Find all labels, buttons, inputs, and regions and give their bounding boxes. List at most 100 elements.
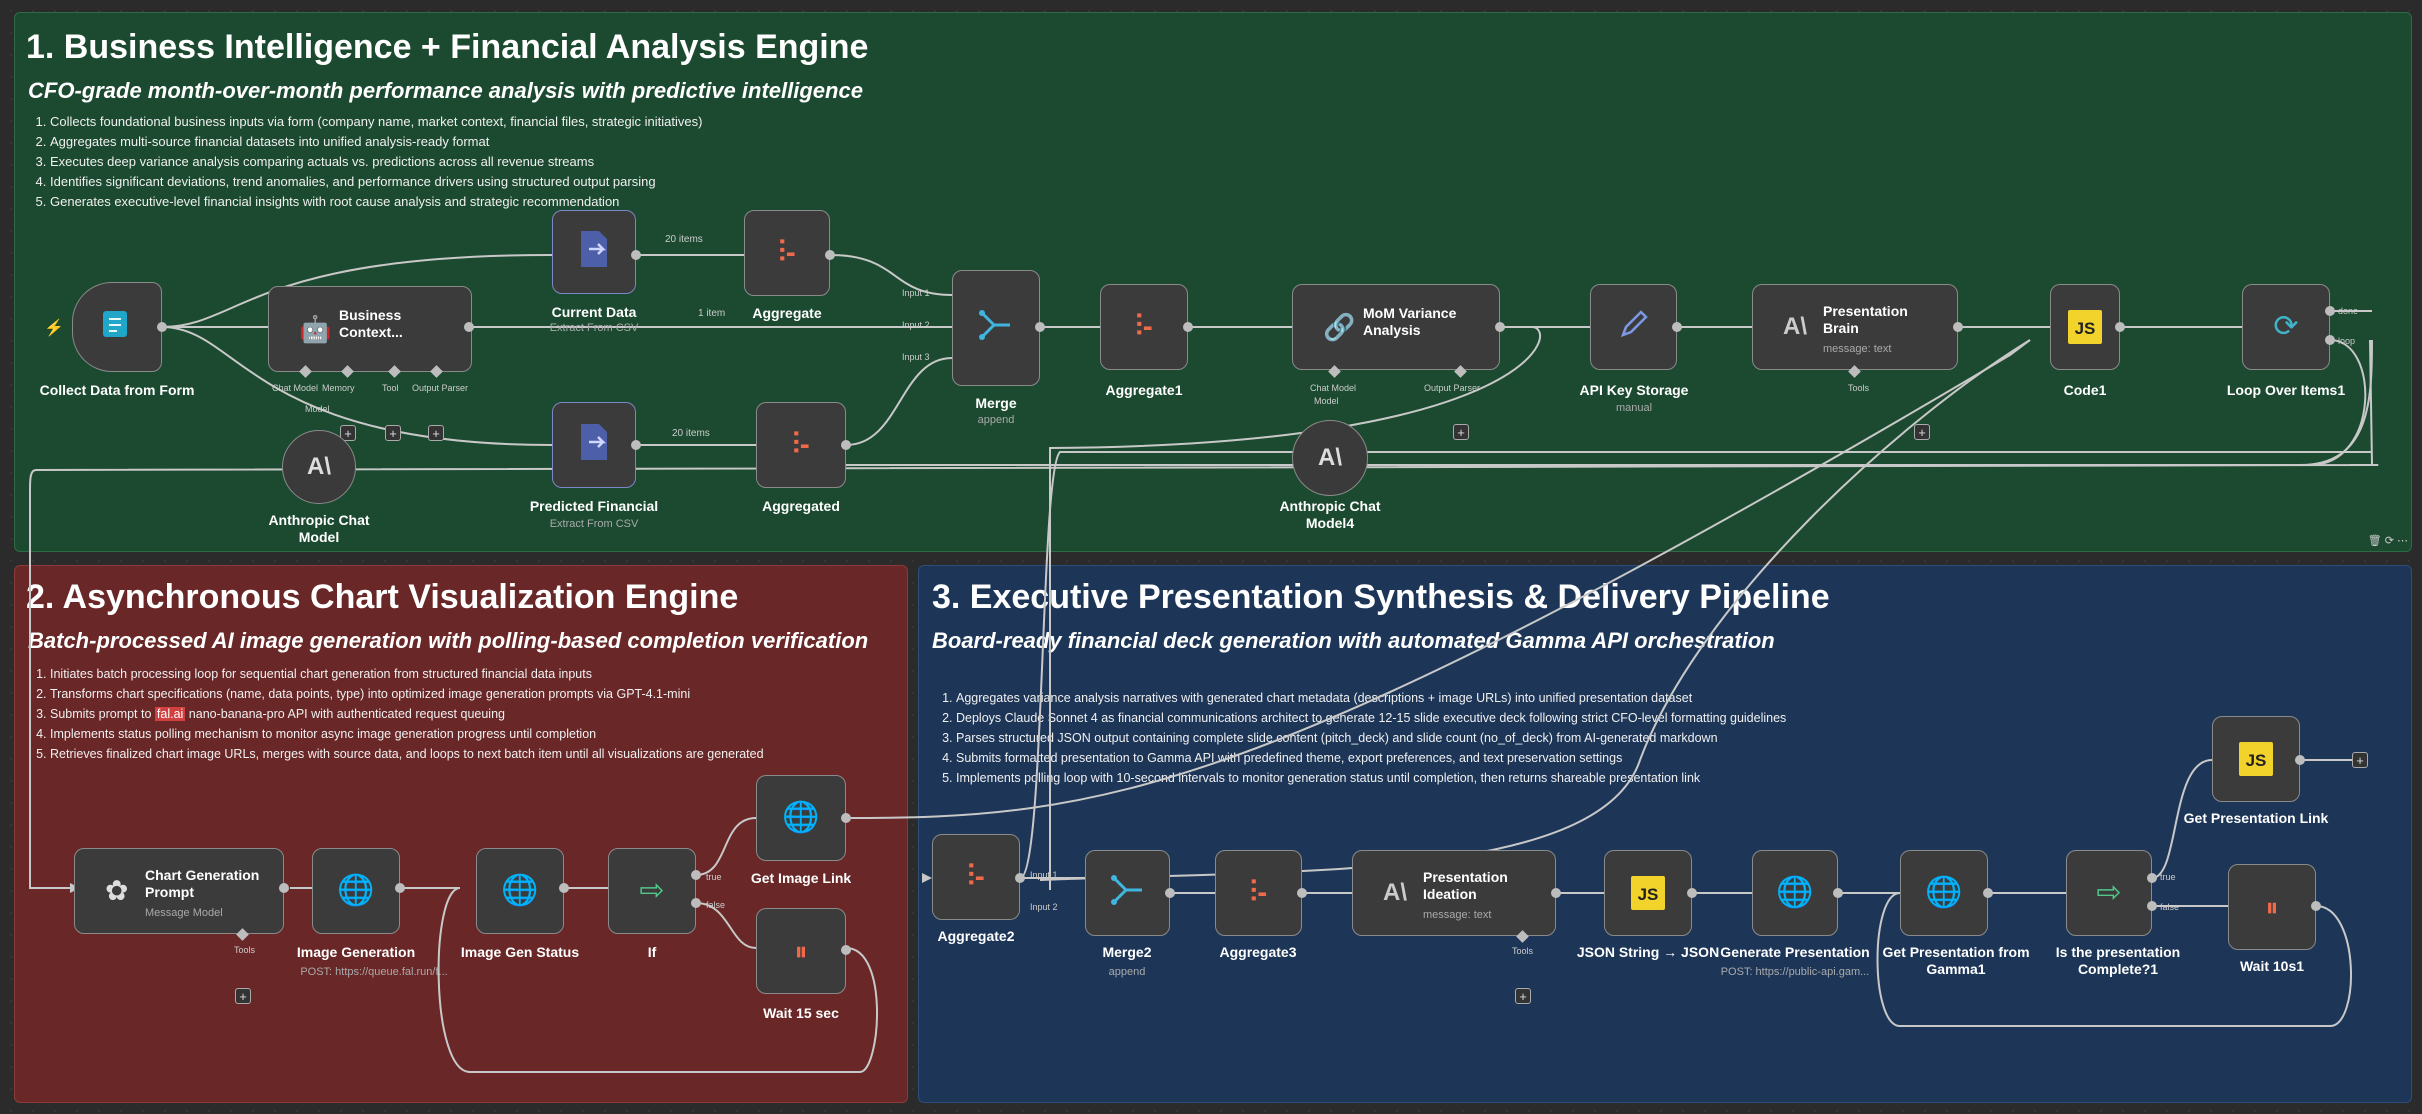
output-handle[interactable] [1183,322,1193,332]
section2-title: 2. Asynchronous Chart Visualization Engi… [26,578,739,616]
output-handle[interactable] [841,813,851,823]
output-handle[interactable] [691,898,701,908]
wait-10s-node[interactable]: ⏸ [2228,864,2316,950]
output-handle[interactable] [559,883,569,893]
output-handle[interactable] [825,250,835,260]
pencil-icon [1617,307,1651,347]
output-handle[interactable] [1672,322,1682,332]
output-handle[interactable] [841,440,851,450]
output-handle[interactable] [2147,901,2157,911]
image-gen-status-node[interactable]: 🌐 [476,848,564,934]
section1-subtitle: CFO-grade month-over-month performance a… [28,78,863,103]
dots-icon[interactable]: ⋯ [2397,535,2408,547]
output-handle[interactable] [1833,888,1843,898]
loop-over-items-node[interactable]: ⟳ [2242,284,2330,370]
sticky-note-business-intelligence[interactable] [14,12,2412,552]
node-label: Loop Over Items1 [2226,382,2346,398]
port-label: Memory [322,383,355,393]
node-title-line: Context... [339,324,403,340]
output-handle[interactable] [1297,888,1307,898]
output-handle[interactable] [1035,322,1045,332]
get-presentation-gamma-node[interactable]: 🌐 [1900,850,1988,936]
list-item: Identifies significant deviations, trend… [50,172,702,192]
merge2-node[interactable] [1085,850,1170,936]
current-data-node[interactable] [552,210,636,294]
sticky-note-presentation-pipeline[interactable] [918,565,2412,1103]
output-handle[interactable] [2147,873,2157,883]
output-handle[interactable] [2311,901,2321,911]
list-item: Parses structured JSON output containing… [956,728,1786,748]
api-key-storage-node[interactable] [1590,284,1677,370]
node-title-line: MoM Variance [1363,305,1457,321]
add-parser-button[interactable]: + [428,425,444,441]
output-handle[interactable] [464,322,474,332]
wait-15-sec-node[interactable]: ⏸ [756,908,846,994]
output-handle[interactable] [1165,888,1175,898]
aggregate2-node[interactable]: ⫶- [932,834,1020,920]
trash-icon[interactable]: 🗑 [2367,535,2382,547]
add-tool-button[interactable]: + [385,425,401,441]
output-handle[interactable] [631,250,641,260]
image-generation-node[interactable]: 🌐 [312,848,400,934]
anthropic-icon: A\ [1318,444,1342,471]
node-label: Collect Data from Form [39,382,195,398]
anthropic-icon: A\ [1383,879,1407,906]
output-handle[interactable] [631,440,641,450]
code1-node[interactable]: JS [2050,284,2120,370]
output-handle[interactable] [2325,306,2335,316]
collect-data-form-node[interactable] [72,282,162,372]
aggregated-node[interactable]: ⫶- [756,402,846,488]
add-parser-button[interactable]: + [1453,424,1469,440]
output-handle[interactable] [1687,888,1697,898]
output-handle[interactable] [841,945,851,955]
aggregate1-node[interactable]: ⫶- [1100,284,1188,370]
add-tool-button[interactable]: + [1914,424,1930,440]
output-handle[interactable] [2295,755,2305,765]
merge-node[interactable] [952,270,1040,386]
output-handle[interactable] [1495,322,1505,332]
node-label: Code1 [2063,382,2107,398]
add-node-button[interactable]: + [2352,752,2368,768]
node-label: Generate Presentation [1720,944,1870,960]
json-string-node[interactable]: JS [1604,850,1692,936]
output-handle[interactable] [279,883,289,893]
get-image-link-node[interactable]: 🌐 [756,775,846,861]
add-tool-button[interactable]: + [235,988,251,1004]
aggregate3-node[interactable]: ⫶- [1215,850,1302,936]
sticky-toolbar[interactable]: 🗑 ⟳ ⋯ [2368,534,2408,547]
anthropic-chat-model4-node[interactable]: A\ [1292,420,1368,496]
output-handle[interactable] [2115,322,2125,332]
aggregate-node[interactable]: ⫶- [744,210,830,296]
output-handle[interactable] [1551,888,1561,898]
generate-presentation-node[interactable]: 🌐 [1752,850,1838,936]
node-label: Current Data [551,304,637,320]
anthropic-chat-model-node[interactable]: A\ [282,430,356,504]
get-presentation-link-node[interactable]: JS [2212,716,2300,802]
if-node[interactable]: ⇨ [608,848,696,934]
output-handle[interactable] [1015,873,1025,883]
output-handle[interactable] [1983,888,1993,898]
add-memory-button[interactable]: + [340,425,356,441]
is-presentation-complete-node[interactable]: ⇨ [2066,850,2152,936]
rotate-icon[interactable]: ⟳ [2384,535,2394,547]
output-handle[interactable] [395,883,405,893]
output-handle[interactable] [1953,322,1963,332]
node-sublabel: POST: https://queue.fal.run/f... [300,966,448,978]
output-handle[interactable] [157,322,167,332]
predicted-financial-node[interactable] [552,402,636,488]
add-tool-button[interactable]: + [1515,988,1531,1004]
node-label-line: Model4 [1305,515,1355,531]
section3-title: 3. Executive Presentation Synthesis & De… [932,578,1830,616]
output-handle[interactable] [691,870,701,880]
node-label: Predicted Financial [529,498,659,514]
output-handle[interactable] [2325,335,2335,345]
